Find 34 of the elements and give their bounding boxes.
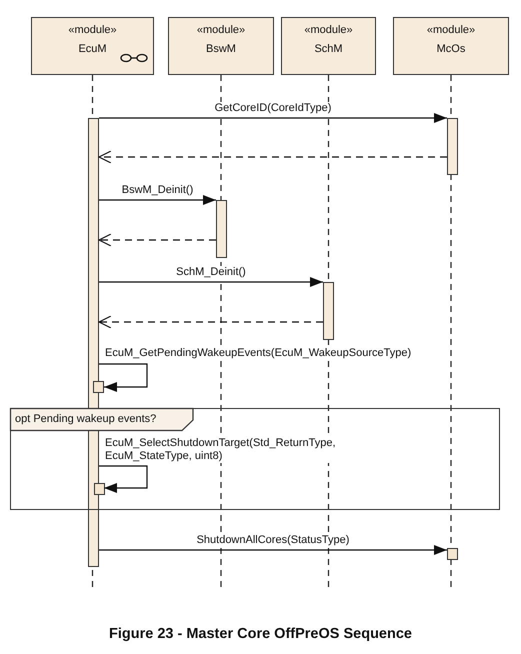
- message-label: BswM_Deinit(): [120, 184, 194, 197]
- return-arrow: [98, 150, 447, 164]
- message-arrow: [99, 277, 323, 287]
- module-box: [31, 17, 154, 75]
- return-arrow: [98, 315, 323, 329]
- message-label: SchM_Deinit(): [175, 266, 247, 279]
- message-label: EcuM_GetPendingWakeupEvents(EcuM_WakeupSourceType): [104, 347, 412, 360]
- message-arrow: [99, 195, 216, 205]
- activation-box: [93, 381, 104, 393]
- module-name: SchM: [313, 43, 344, 55]
- message-arrow: [99, 363, 148, 392]
- message-arrow: [99, 113, 447, 123]
- message-label: GetCoreID(CoreIdType): [214, 102, 332, 115]
- message-arrow: [99, 465, 148, 493]
- message-label: ShutdownAllCores(StatusType): [196, 534, 350, 547]
- module-box: [168, 17, 274, 75]
- return-arrow: [98, 233, 216, 247]
- message-arrow: [99, 545, 447, 555]
- activation-bar: [216, 200, 227, 258]
- module-box: [281, 17, 376, 75]
- module-box: [393, 17, 509, 75]
- module-name: BswM: [205, 43, 237, 55]
- activation-bar: [323, 282, 334, 340]
- figure-caption: Figure 23 - Master Core OffPreOS Sequence: [108, 626, 413, 642]
- fragment-condition: opt Pending wakeup events?: [15, 413, 156, 425]
- activation-bar: [447, 118, 458, 175]
- activation-box: [94, 483, 105, 495]
- stereotype-label: «module»: [67, 24, 118, 36]
- stereotype-label: «module»: [303, 24, 354, 36]
- module-name: EcuM: [77, 43, 108, 55]
- stereotype-label: «module»: [196, 24, 246, 36]
- stereotype-label: «module»: [426, 24, 476, 36]
- activation-box: [447, 548, 458, 560]
- module-name: McOs: [436, 43, 466, 55]
